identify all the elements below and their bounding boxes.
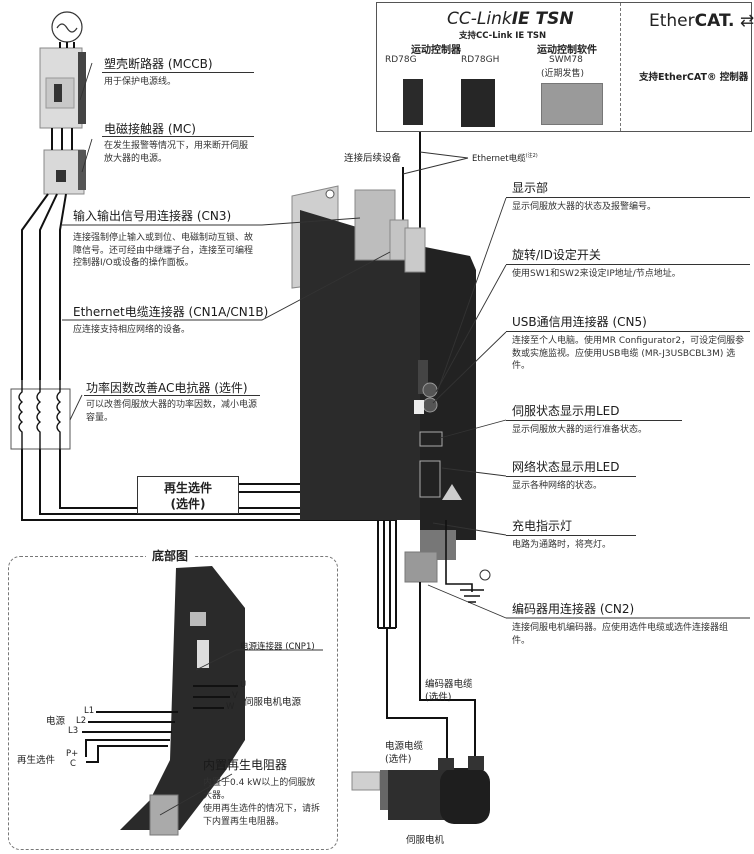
model-rd78g: RD78G xyxy=(385,55,417,65)
motion-controller-header: 运动控制器 xyxy=(411,45,461,56)
terminal-w: W xyxy=(226,702,235,712)
reactor-rule xyxy=(84,395,260,396)
display-rule xyxy=(506,197,750,198)
power-cable-option: (选件) xyxy=(385,754,412,765)
network-led-desc: 显示各种网络的状态。 xyxy=(512,481,603,491)
rotary-switch-title: 旋转/ID设定开关 xyxy=(512,248,601,262)
cn1-title: Ethernet电缆连接器 (CN1A/CN1B) xyxy=(73,305,269,319)
builtin-resistor-desc2: 使用再生选件的情况下，请拆下内置再生电阻器。 xyxy=(203,804,321,827)
contactor-device-icon xyxy=(43,149,86,195)
rotary-switch-desc: 使用SW1和SW2来设定IP地址/节点地址。 xyxy=(512,269,681,279)
regen-option-box: 再生选件 (选件) xyxy=(137,476,239,514)
servo-motor-icon xyxy=(351,756,490,824)
servo-motor-label: 伺服电机 xyxy=(406,835,445,846)
mccb-desc: 用于保护电源线。 xyxy=(104,77,177,87)
ethercat-logo: EtherCAT. ⇄ xyxy=(649,11,754,31)
rd78gh-image xyxy=(461,79,495,127)
display-desc: 显示伺服放大器的状态及报警编号。 xyxy=(512,202,657,212)
builtin-resistor-title: 内置再生电阻器 xyxy=(203,758,288,772)
cn2-title: 编码器用连接器 (CN2) xyxy=(512,602,635,616)
terminal-l3: L3 xyxy=(68,726,79,736)
encoder-cable-label: 编码器电缆 xyxy=(425,679,473,690)
swm78-image xyxy=(541,83,603,125)
cclink-support-label: 支持CC-Link IE TSN xyxy=(459,31,547,41)
servo-amplifier-icon xyxy=(291,185,476,583)
network-led-rule xyxy=(506,476,636,477)
mc-title: 电磁接触器 (MC) xyxy=(104,122,196,136)
panel-divider xyxy=(620,3,621,131)
ethernet-cable-label: Ethernet电缆(注2) xyxy=(472,153,538,164)
model-rd78gh: RD78GH xyxy=(461,55,500,65)
terminal-v: V xyxy=(232,691,238,701)
servo-led-title: 伺服状态显示用LED xyxy=(512,404,620,418)
regen-option-label: 再生选件 xyxy=(163,481,212,495)
rd78g-image xyxy=(403,79,423,125)
connect-next-device-label: 连接后续设备 xyxy=(344,153,402,164)
motor-power-label: 伺服电机电源 xyxy=(244,697,302,708)
display-title: 显示部 xyxy=(512,181,549,195)
power-label: 电源 xyxy=(46,716,66,727)
cn3-desc: 连接强制停止输入或到位、电磁制动互锁、故障信号。还可经由中继端子台，连接至可编程… xyxy=(73,233,254,268)
network-led-title: 网络状态显示用LED xyxy=(512,460,620,474)
ethercat-support-label: 支持EtherCAT® 控制器 xyxy=(639,72,749,83)
bottom-view-amplifier-icon xyxy=(120,566,245,836)
mccb-rule xyxy=(102,72,254,73)
mc-rule xyxy=(102,136,254,137)
terminal-c: C xyxy=(70,759,76,769)
bottom-view-title: 底部图 xyxy=(146,547,195,564)
usb-desc: 连接至个人电脑。使用MR Configurator2，可设定伺服参数或实施监视。… xyxy=(512,336,745,371)
regen-terminal-label: 再生选件 xyxy=(17,755,56,766)
power-cable-label: 电源电缆 xyxy=(385,741,424,752)
cn1-desc: 应连接支持相应网络的设备。 xyxy=(73,325,191,335)
charge-lamp-title: 充电指示灯 xyxy=(512,519,573,533)
reactor-desc: 可以改善伺服放大器的功率因数，减小电源容量。 xyxy=(86,400,258,423)
servo-led-rule xyxy=(506,420,682,421)
ethercat-arrows-icon: ⇄ xyxy=(739,11,754,31)
terminal-u: U xyxy=(240,680,247,690)
model-swm78: SWM78 xyxy=(549,55,583,65)
mc-desc: 在发生报警等情况下，用来断开伺服放大器的电源。 xyxy=(104,141,249,164)
motion-software-header: 运动控制软件 xyxy=(537,45,597,56)
ground-symbol-icon xyxy=(479,569,491,581)
cn3-title: 输入输出信号用连接器 (CN3) xyxy=(73,209,232,223)
mccb-title: 塑壳断路器 (MCCB) xyxy=(104,57,213,71)
terminal-l2: L2 xyxy=(76,716,87,726)
rotary-switch-rule xyxy=(506,264,750,265)
charge-lamp-desc: 电路为通路时，将亮灯。 xyxy=(512,540,612,550)
mccb-device-icon xyxy=(39,47,86,129)
builtin-resistor-desc1: 内置于0.4 kW以上的伺服放大器。 xyxy=(203,778,316,801)
regen-option-sub: (选件) xyxy=(170,497,206,511)
cclink-ie-tsn-logo: CC-LinkIE TSN xyxy=(447,9,574,29)
encoder-cable-option: (选件) xyxy=(425,692,452,703)
usb-rule xyxy=(506,331,750,332)
reactor-title: 功率因数改善AC电抗器 (选件) xyxy=(86,381,248,395)
terminal-l1: L1 xyxy=(84,706,95,716)
model-swm78-note: (近期发售) xyxy=(541,69,585,79)
controller-panel: CC-LinkIE TSN 支持CC-Link IE TSN 运动控制器 运动控… xyxy=(376,2,754,132)
usb-title: USB通信用连接器 (CN5) xyxy=(512,315,647,329)
charge-lamp-rule xyxy=(506,535,636,536)
terminal-p-plus: P+ xyxy=(66,749,79,759)
cnp1-label: 电源连接器 (CNP1) xyxy=(240,642,315,652)
cn2-desc: 连接伺服电机编码器。应使用选件电缆或选件连接器组件。 xyxy=(512,623,729,646)
servo-led-desc: 显示伺服放大器的运行准备状态。 xyxy=(512,425,648,435)
